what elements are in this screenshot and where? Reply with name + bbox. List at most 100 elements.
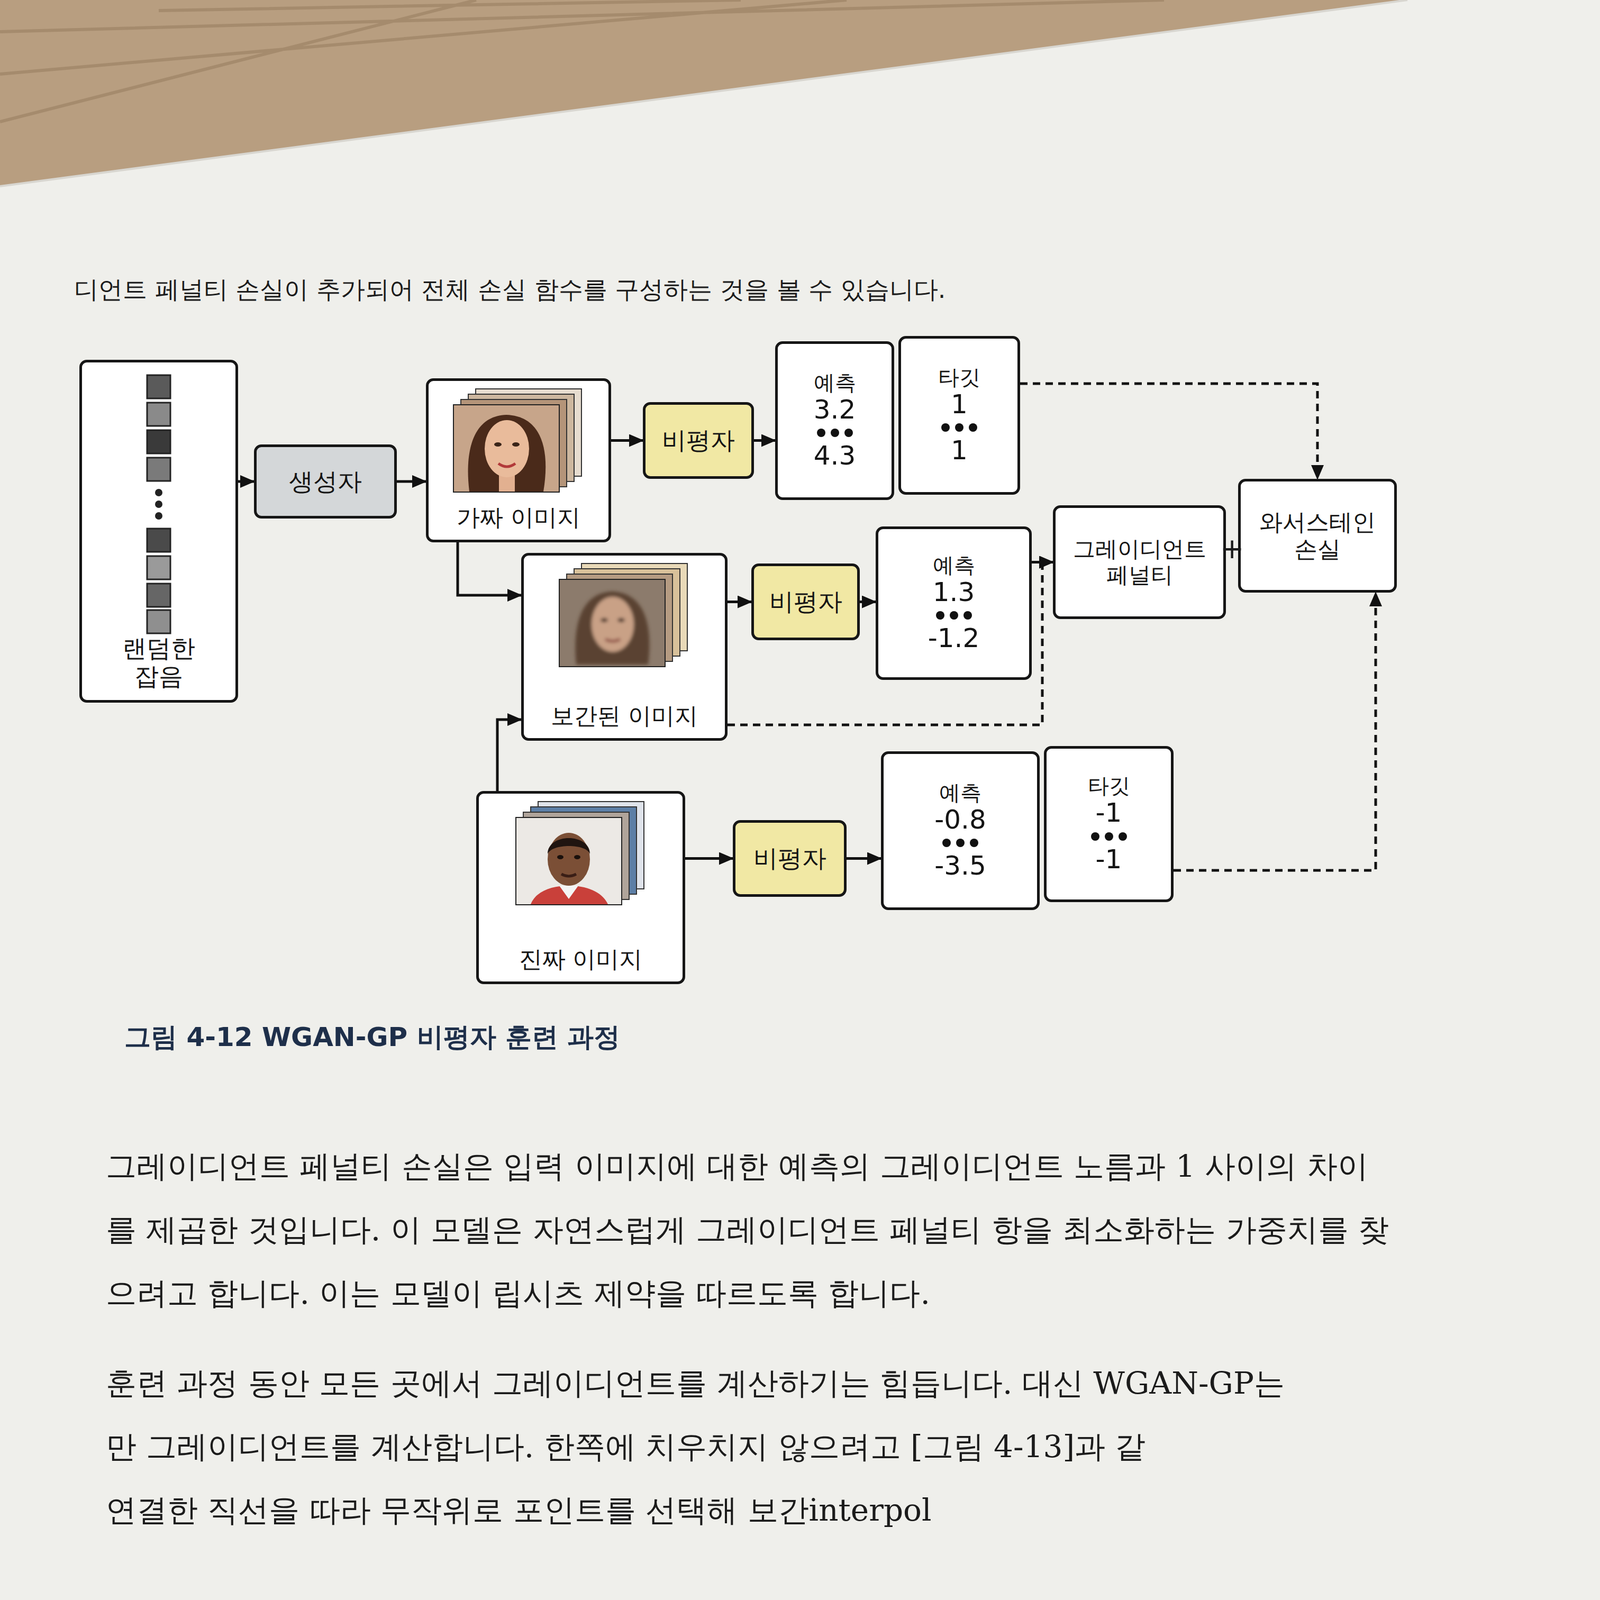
node-text: 예측 [813, 370, 857, 395]
dot [830, 428, 840, 438]
drawing-part [147, 402, 171, 426]
node-text: 가짜 이미지 [456, 504, 581, 532]
drawing-part [468, 414, 547, 492]
critic-box: 비평자 [732, 820, 847, 897]
interpolated-face-stack [558, 562, 691, 668]
node-text: 3.2 [813, 394, 857, 426]
drawing-part [147, 430, 171, 454]
drawing-part [147, 528, 171, 552]
ellipsis-dots [813, 424, 857, 441]
drawing-part [494, 442, 502, 447]
prediction-box: 예측3.2 4.3 [775, 341, 895, 500]
node-text: 비평자 [753, 844, 827, 873]
drawing-part [574, 855, 581, 860]
node-text: -0.8 [934, 804, 987, 836]
node-text: 생성자 [288, 467, 362, 496]
dot [956, 838, 965, 848]
wood-table [0, 0, 1408, 187]
drawing-part [561, 874, 577, 877]
node-text: 4.3 [813, 440, 857, 472]
dot [942, 838, 951, 848]
drawing-part [575, 591, 650, 665]
drawing-part [617, 617, 625, 623]
dot [844, 428, 853, 438]
flow-arrow [457, 542, 522, 596]
body-text: 연결한 직선을 따라 무작위로 포인트를 선택해 보간interpol [105, 1492, 932, 1530]
node-text: 진짜 이미지 [519, 946, 643, 974]
dot [816, 428, 826, 438]
drawing-part [600, 617, 608, 623]
flow-arrow [859, 600, 876, 604]
prediction-box: 예측1.3 -1.2 [875, 526, 1032, 680]
node-text: 와서스테인 손실 [1253, 508, 1382, 563]
critic-box: 비평자 [751, 563, 860, 641]
drawing-part [155, 512, 163, 520]
image-box: 진짜 이미지 [476, 791, 686, 985]
node-text: -1 [1095, 797, 1123, 829]
dashed-arrow [1020, 383, 1318, 479]
drawing-part [147, 610, 171, 634]
flow-arrow [611, 439, 643, 442]
drawing-part [547, 832, 590, 886]
loss-box: 와서스테인 손실 [1238, 478, 1397, 593]
wood-grain [0, 0, 1165, 122]
flow-arrow [497, 719, 522, 792]
penalty-box: 그레이디언트 페널티 [1052, 505, 1226, 620]
ellipsis-dots [939, 834, 982, 851]
flow-arrow [727, 600, 752, 604]
drawing-part [559, 579, 666, 667]
flow-arrow [1031, 560, 1053, 564]
body-text: 으려고 합니다. 이는 모델이 립시츠 제약을 따르도록 합니다. [105, 1275, 931, 1313]
drawing-part [512, 442, 520, 447]
node-text: 1 [950, 389, 968, 421]
body-text: 그레이디언트 페널티 손실은 입력 이미지에 대한 예측의 그레이디언트 노름과… [105, 1148, 1369, 1186]
node-text: 비평자 [769, 587, 843, 616]
node-text: 예측 [939, 780, 982, 805]
drawing-part [155, 488, 163, 497]
figure-caption: 그림 4-12 WGAN-GP 비평자 훈련 과정 [124, 1021, 621, 1053]
node-text: 1.3 [932, 577, 976, 608]
node-text: 예측 [932, 552, 976, 578]
target-box: 타깃-1-1 [1043, 746, 1174, 903]
dot [949, 611, 959, 620]
dot [1091, 832, 1100, 841]
flow-arrow [685, 857, 733, 860]
page-edge [0, 0, 1408, 187]
node-text: 비평자 [661, 426, 735, 455]
real-face-stack [514, 801, 648, 906]
fake-face-stack [452, 388, 585, 494]
dot [1104, 832, 1114, 841]
body-text: 만 그레이디언트를 계산합니다. 한쪽에 치우치지 않으려고 [그림 4-13]… [105, 1428, 1147, 1466]
drawing-part [605, 639, 621, 642]
drawing-part [453, 404, 560, 493]
node-text: -1 [1095, 844, 1123, 876]
flow-arrow [238, 480, 254, 484]
plus-sign: + [1220, 531, 1244, 567]
body-text: 디언트 페널티 손실이 추가되어 전체 손실 함수를 구성하는 것을 볼 수 있… [74, 275, 946, 305]
dashed-arrow [1173, 592, 1376, 871]
node-text: 그레이디언트 페널티 [1067, 536, 1212, 588]
drawing-part [147, 375, 171, 399]
critic-box: 비평자 [642, 402, 754, 479]
dot [935, 611, 945, 620]
image-box: 보간된 이미지 [521, 552, 728, 741]
dot [955, 423, 964, 432]
node-text: -1.2 [928, 623, 980, 654]
node-text: 타깃 [1087, 773, 1131, 798]
drawing-part [484, 420, 530, 478]
node-text: 타깃 [938, 365, 981, 390]
drawing-part [147, 457, 171, 481]
drawing-part [557, 855, 564, 860]
node-text: 보간된 이미지 [550, 702, 698, 730]
node-text: -3.5 [934, 850, 987, 882]
ellipsis-dots [1087, 828, 1131, 845]
generator-box: 생성자 [253, 444, 397, 519]
dot [968, 423, 978, 432]
dot [941, 423, 950, 432]
noise-vector [134, 374, 183, 635]
image-box: 가짜 이미지 [425, 378, 612, 543]
ellipsis-dots [932, 607, 976, 624]
drawing-part [147, 556, 171, 580]
